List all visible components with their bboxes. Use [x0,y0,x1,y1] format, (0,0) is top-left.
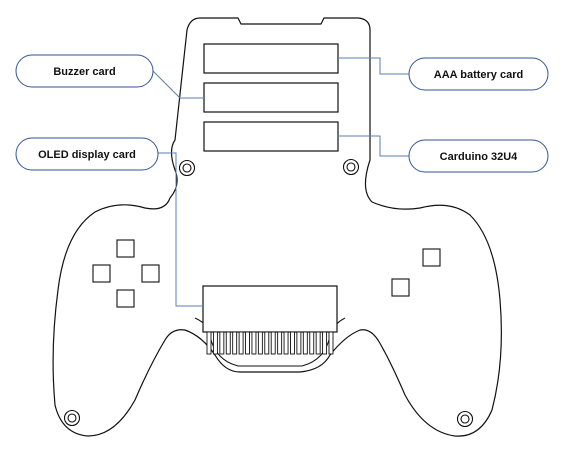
buzzer-card-slot [203,82,339,113]
callout-oled-label: OLED display card [38,149,136,161]
leader-line-carduino [338,135,410,157]
action-buttons [391,248,441,297]
dpad-up-button [116,239,135,258]
oled-pin [212,331,218,355]
callout-carduino: Carduino 32U4 [408,139,549,173]
action-button-b [391,278,410,297]
callout-battery: AAA battery card [408,57,549,91]
oled-pin [206,331,212,355]
oled-pin [328,331,334,355]
oled-connector-pins [206,331,334,355]
carduino-card-slot [203,121,339,152]
dpad [92,239,160,308]
leader-line-buzzer [151,69,204,99]
callout-oled: OLED display card [15,137,159,171]
callout-battery-label: AAA battery card [434,69,523,81]
oled-pin [219,331,225,355]
leader-line-battery [338,57,410,75]
oled-pin [277,331,283,355]
oled-pin [309,331,315,355]
oled-pin [251,331,257,355]
mounting-hole-lower-right [456,410,474,428]
callout-carduino-label: Carduino 32U4 [440,151,519,163]
battery-card-slot [203,43,339,74]
leader-line-oled [158,152,203,307]
mounting-hole-upper-left [178,159,196,177]
dpad-left-button [92,264,111,283]
oled-pin [270,331,276,355]
oled-pin [232,331,238,355]
oled-pin [225,331,231,355]
dpad-right-button [141,264,160,283]
dpad-down-button [116,289,135,308]
oled-pin [245,331,250,355]
callout-buzzer: Buzzer card [15,54,154,88]
action-button-a [422,248,441,267]
mounting-hole-upper-right [342,158,360,176]
callout-buzzer-label: Buzzer card [53,66,115,78]
oled-pin [302,331,308,355]
oled-pin [296,331,302,355]
oled-pin [238,331,244,355]
oled-pin [257,331,263,355]
mounting-hole-lower-left [63,409,81,427]
oled-pin [290,331,295,355]
oled-pin [283,331,289,355]
gamepad-body-outline [52,17,502,437]
oled-pin [264,331,270,355]
oled-pin [315,331,321,355]
oled-pin [322,331,328,355]
oled-connector [202,285,338,333]
